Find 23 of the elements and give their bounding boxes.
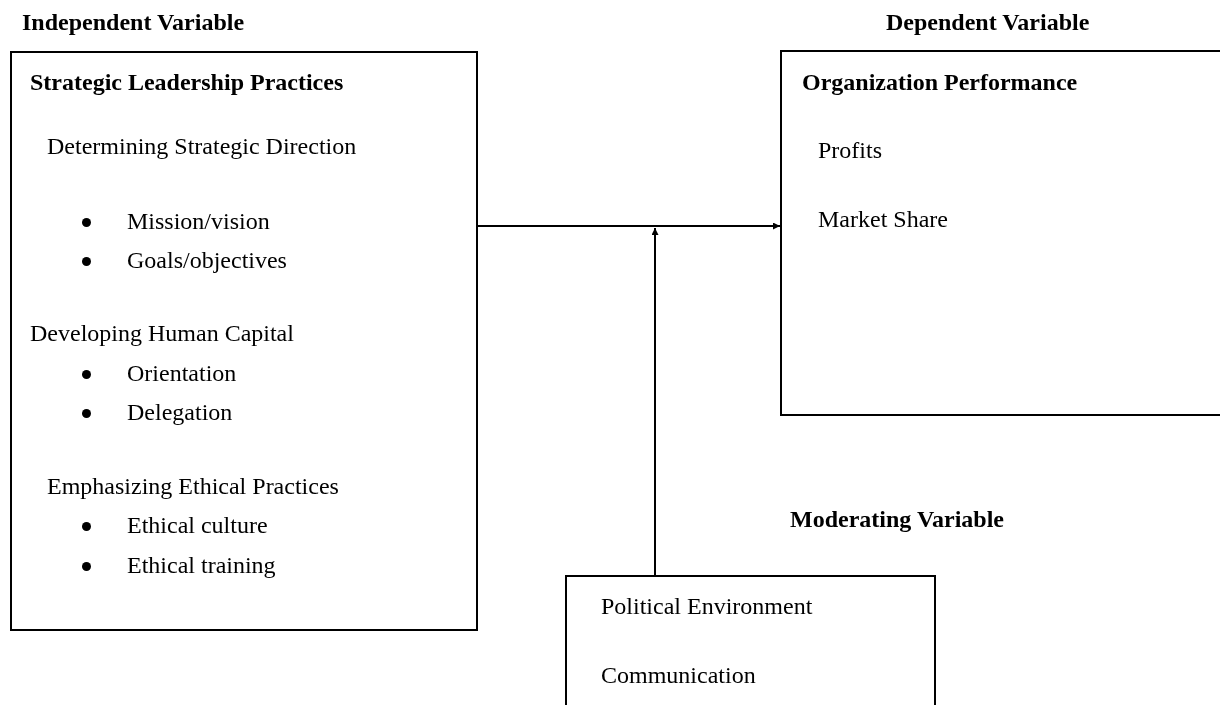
section-heading: Moderating Variable <box>790 505 1004 533</box>
list-item: Delegation <box>127 398 233 426</box>
variable-box <box>565 575 936 705</box>
variable-box <box>780 50 1220 416</box>
section-heading: Independent Variable <box>22 8 245 36</box>
box-title: Strategic Leadership Practices <box>30 68 344 96</box>
section-heading: Dependent Variable <box>886 8 1090 36</box>
list-item: Mission/vision <box>127 207 270 235</box>
item-text: Emphasizing Ethical Practices <box>47 472 339 500</box>
item-text: Political Environment <box>601 592 813 620</box>
item-text: Developing Human Capital <box>30 319 294 347</box>
list-item: Ethical culture <box>127 511 268 539</box>
list-item: Orientation <box>127 359 237 387</box>
item-text: Determining Strategic Direction <box>47 132 358 161</box>
arrow <box>651 227 659 576</box>
item-text: Market Share <box>818 205 948 233</box>
item-text: Communication <box>601 661 756 689</box>
list-item: Ethical training <box>127 551 276 579</box>
list-item: Goals/objectives <box>127 246 287 274</box>
box-title: Organization Performance <box>802 68 1078 96</box>
arrow <box>477 222 781 230</box>
variable-box <box>10 51 478 631</box>
item-text: Profits <box>818 136 882 164</box>
